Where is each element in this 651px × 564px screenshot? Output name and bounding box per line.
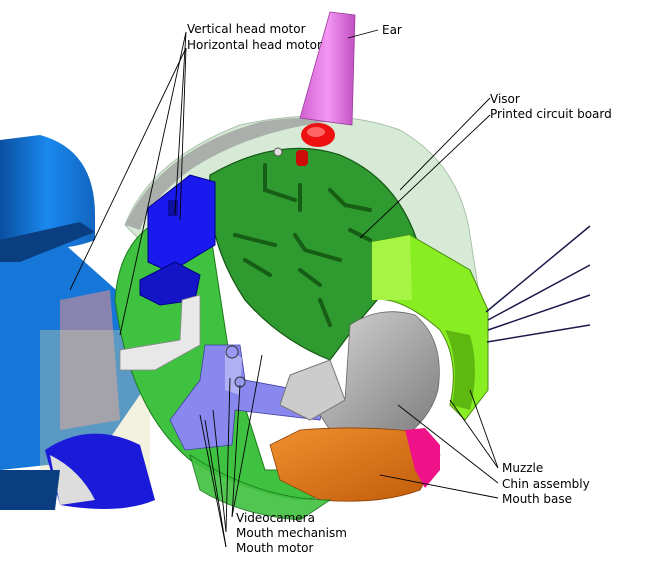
muzzle [371,234,489,421]
mouth-mechanism [169,344,326,451]
callout-lines [69,29,499,548]
label-muzzle: Muzzle [502,461,543,475]
label-printed-circuit-board: Printed circuit board [490,107,612,121]
label-mouth-motor: Mouth motor [236,541,314,555]
label-vertical-head-motor: Vertical head motor [187,22,306,36]
neck-assembly [0,135,155,510]
red-knob [296,123,335,166]
ear [299,11,356,126]
mouth-linkage [119,294,201,371]
mouth-base [269,427,441,502]
label-ear: Ear [382,23,402,37]
label-mouth-base: Mouth base [502,492,572,506]
label-visor: Visor [490,92,520,106]
label-horizontal-head-motor: Horizontal head motor [187,38,322,52]
label-chin-assembly: Chin assembly [502,477,590,491]
label-videocamera: Videocamera [236,511,315,525]
whiskers [485,225,591,343]
label-mouth-mechanism: Mouth mechanism [236,526,347,540]
head-motors [139,174,216,306]
